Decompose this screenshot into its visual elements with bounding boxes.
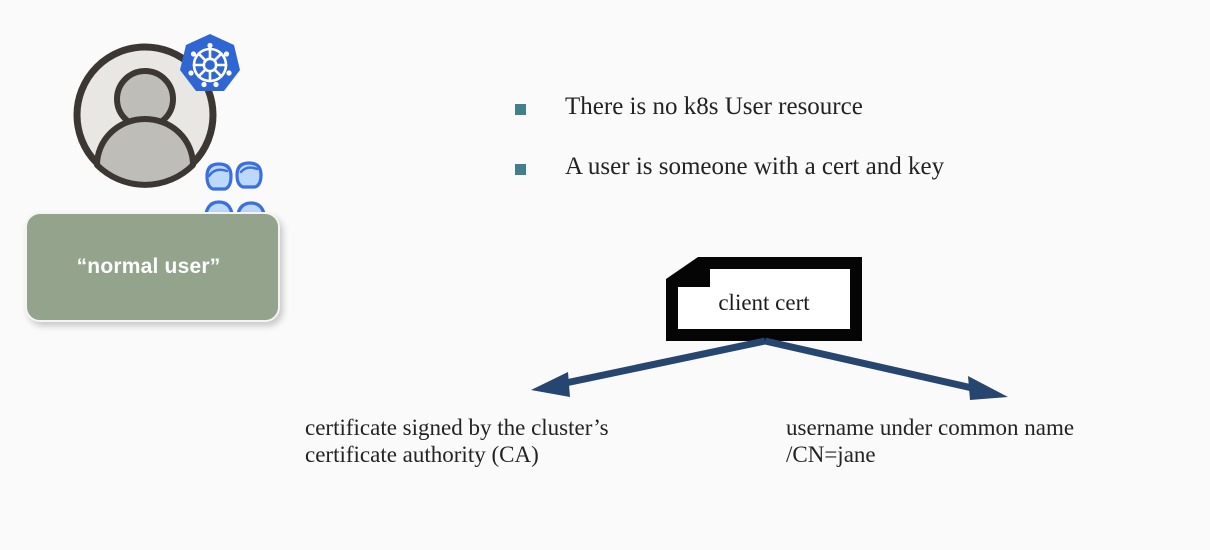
arrow-to-ca-caption bbox=[531, 337, 766, 397]
bullet-item-label: A user is someone with a cert and key bbox=[565, 153, 945, 180]
bullet-item-0: There is no k8s User resource bbox=[515, 92, 1155, 122]
normal-user-illustration-group: “normal user” bbox=[0, 0, 320, 340]
bullet-list: There is no k8s User resource A user is … bbox=[515, 92, 1155, 212]
bullet-item-1: A user is someone with a cert and key bbox=[515, 152, 1155, 182]
normal-user-label-text: “normal user” bbox=[76, 255, 221, 278]
user-avatar-icon bbox=[71, 41, 219, 189]
caption-ca: certificate signed by the cluster’s cert… bbox=[305, 415, 609, 467]
client-cert-note-shape bbox=[666, 257, 862, 341]
arrow-to-cn-caption bbox=[764, 337, 1008, 400]
kubernetes-helm-icon bbox=[177, 32, 243, 98]
normal-user-label-box[interactable]: “normal user” bbox=[25, 212, 280, 322]
bullet-item-label: There is no k8s User resource bbox=[565, 93, 863, 120]
bullet-square-icon bbox=[515, 164, 526, 175]
bullet-square-icon bbox=[515, 104, 526, 115]
caption-cn: username under common name /CN=jane bbox=[786, 415, 1075, 467]
